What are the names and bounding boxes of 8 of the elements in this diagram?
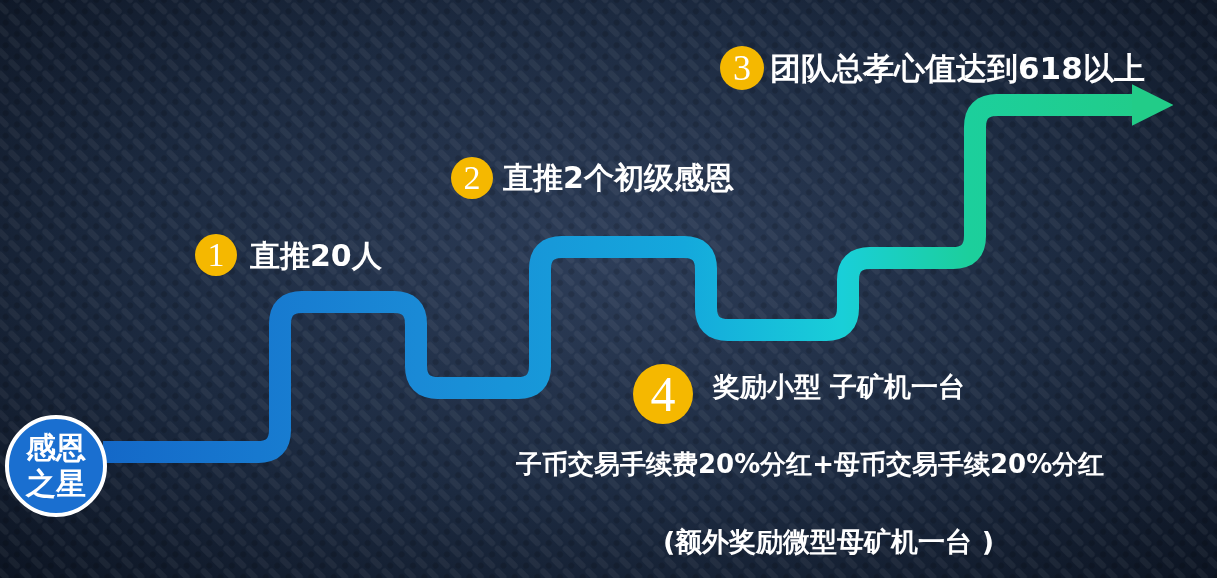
node-label: 感恩之星: [24, 430, 87, 502]
step-text: 直推20人: [250, 240, 382, 272]
goal-text: 团队总孝心值达到618以上: [770, 52, 1146, 85]
step-text: 子币交易手续费20%分红+母币交易手续20%分红: [516, 451, 1105, 479]
flow-arrow: [103, 84, 1174, 463]
step-text: (额外奖励微型母矿机一台 ): [663, 528, 995, 557]
step-text: 奖励小型 子矿机一台: [713, 373, 966, 402]
step-text: 直推2个初级感恩: [503, 162, 734, 194]
